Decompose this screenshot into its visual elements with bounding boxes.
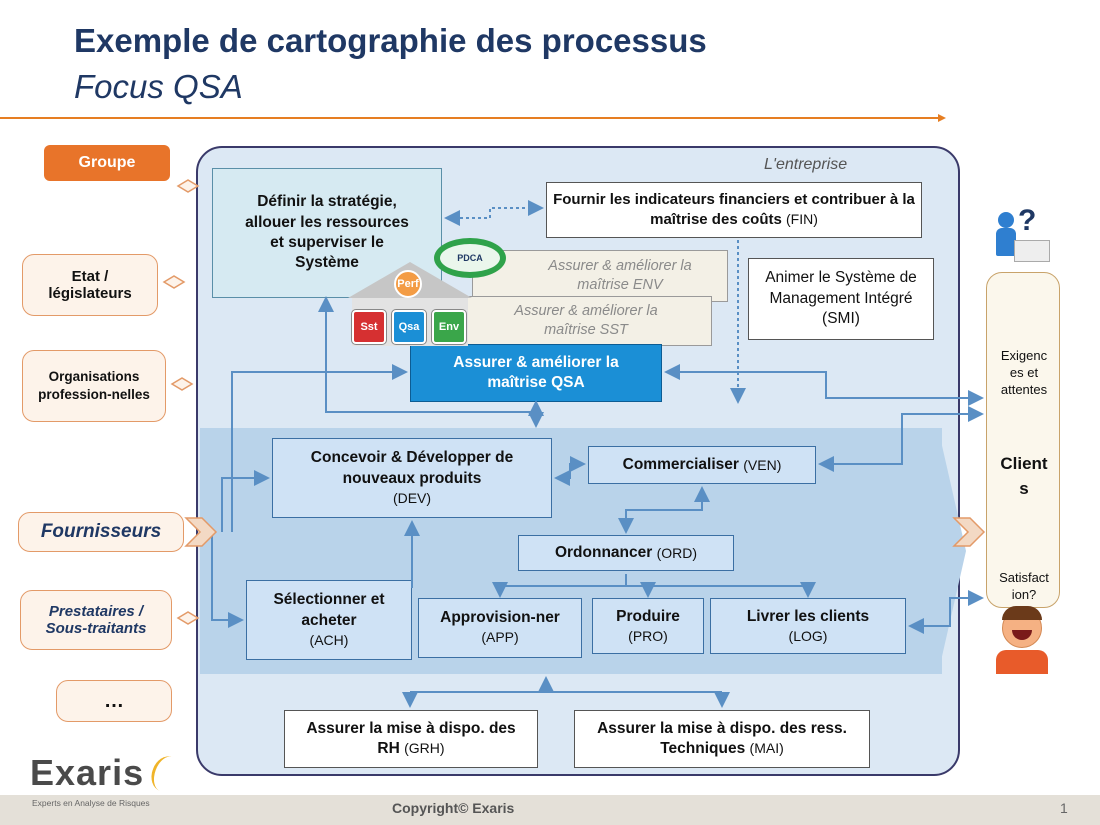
prestataires-box[interactable]: Prestataires / Sous-traitants bbox=[20, 590, 172, 650]
footer-bar bbox=[0, 795, 1100, 825]
smi-box[interactable]: Animer le Système de Management Intégré … bbox=[748, 258, 934, 340]
copyright: Copyright© Exaris bbox=[392, 800, 515, 816]
sst-label: Assurer & améliorer la maîtrise SST bbox=[514, 302, 658, 338]
ven-label: Commercialiser bbox=[622, 455, 739, 473]
happy-client-icon bbox=[994, 606, 1050, 676]
fin-code: (FIN) bbox=[786, 211, 818, 227]
clients-pill[interactable] bbox=[986, 272, 1060, 608]
clients-name: Client s bbox=[1000, 454, 1048, 498]
qsa-icon: Qsa bbox=[392, 310, 426, 344]
grh-text: Assurer la mise à dispo. des RH bbox=[306, 719, 516, 757]
ach-code: (ACH) bbox=[309, 632, 349, 649]
mai-label: Assurer la mise à dispo. des ress. Techn… bbox=[587, 719, 857, 760]
app-code: (APP) bbox=[481, 629, 519, 645]
other-box[interactable]: … bbox=[56, 680, 172, 722]
grh-code: (GRH) bbox=[404, 740, 445, 756]
groupe-label: Groupe bbox=[78, 154, 136, 171]
dev-code: (DEV) bbox=[392, 490, 432, 507]
clients-satisfaction: Satisfact ion? bbox=[999, 570, 1049, 602]
qsa-icon-label: Qsa bbox=[398, 321, 420, 333]
ord-box[interactable]: Ordonnancer (ORD) bbox=[518, 535, 734, 571]
pdca-icon: PDCA bbox=[434, 238, 506, 278]
smi-label: Animer le Système de Management Intégré … bbox=[765, 269, 917, 328]
mai-code: (MAI) bbox=[749, 740, 784, 756]
ven-box[interactable]: Commercialiser (VEN) bbox=[588, 446, 816, 484]
groupe-box[interactable]: Groupe bbox=[44, 145, 170, 181]
env-icon-label: Env bbox=[438, 321, 460, 333]
title-divider bbox=[0, 117, 940, 119]
page-title: Exemple de cartographie des processus bbox=[74, 22, 707, 59]
orgs-label: Organisations profession-nelles bbox=[38, 369, 150, 402]
ord-code: (ORD) bbox=[656, 544, 698, 561]
env-label: Assurer & améliorer la maîtrise ENV bbox=[548, 257, 692, 293]
ven-code: (VEN) bbox=[743, 456, 782, 473]
dev-box[interactable]: Concevoir & Développer de nouveaux produ… bbox=[272, 438, 552, 518]
operational-band-arrow bbox=[938, 428, 966, 674]
sst-icon: Sst bbox=[352, 310, 386, 344]
qsa-label: Assurer & améliorer la maîtrise QSA bbox=[453, 353, 619, 391]
company-label: L'entreprise bbox=[764, 156, 848, 173]
dev-label: Concevoir & Développer de nouveaux produ… bbox=[310, 449, 514, 487]
etat-label: Etat / législateurs bbox=[48, 268, 132, 302]
mai-box[interactable]: Assurer la mise à dispo. des ress. Techn… bbox=[574, 710, 870, 768]
sst-icon-label: Sst bbox=[360, 321, 378, 333]
page-number: 1 bbox=[1060, 800, 1068, 816]
log-code: (LOG) bbox=[788, 627, 828, 644]
prestataires-label: Prestataires / Sous-traitants bbox=[45, 603, 147, 637]
fournisseurs-label: Fournisseurs bbox=[40, 521, 162, 542]
exaris-tagline: Experts en Analyse de Risques bbox=[32, 798, 150, 808]
fin-text: Fournir les indicateurs financiers et co… bbox=[553, 191, 915, 228]
question-client-icon: ? bbox=[990, 204, 1058, 268]
fin-label: Fournir les indicateurs financiers et co… bbox=[547, 190, 921, 230]
app-text: Approvision-ner bbox=[440, 608, 560, 626]
app-label: Approvision-ner (APP) bbox=[435, 608, 565, 649]
logo-swoosh bbox=[146, 752, 186, 796]
fournisseurs-box[interactable]: Fournisseurs bbox=[18, 512, 184, 552]
env-icon: Env bbox=[432, 310, 466, 344]
perf-icon: Perf bbox=[394, 270, 422, 298]
perf-label: Perf bbox=[397, 278, 419, 290]
sst-box[interactable]: Assurer & améliorer la maîtrise SST bbox=[460, 296, 712, 346]
strategy-label: Définir la stratégie, allouer les ressou… bbox=[245, 193, 409, 272]
qsa-box[interactable]: Assurer & améliorer la maîtrise QSA bbox=[410, 344, 662, 402]
fin-box[interactable]: Fournir les indicateurs financiers et co… bbox=[546, 182, 922, 238]
grh-box[interactable]: Assurer la mise à dispo. des RH (GRH) bbox=[284, 710, 538, 768]
ord-label: Ordonnancer bbox=[554, 543, 653, 561]
log-label: Livrer les clients bbox=[746, 607, 870, 625]
env-box[interactable]: Assurer & améliorer la maîtrise ENV bbox=[472, 250, 728, 302]
ach-label: Sélectionner et acheter bbox=[273, 591, 385, 629]
orgs-box[interactable]: Organisations profession-nelles bbox=[22, 350, 166, 422]
ach-box[interactable]: Sélectionner et acheter (ACH) bbox=[246, 580, 412, 660]
page-subtitle: Focus QSA bbox=[74, 68, 243, 105]
title-divider-tip bbox=[938, 114, 946, 122]
grh-label: Assurer la mise à dispo. des RH (GRH) bbox=[301, 719, 521, 760]
mai-text: Assurer la mise à dispo. des ress. Techn… bbox=[597, 719, 847, 757]
log-box[interactable]: Livrer les clients (LOG) bbox=[710, 598, 906, 654]
etat-box[interactable]: Etat / législateurs bbox=[22, 254, 158, 316]
other-label: … bbox=[104, 689, 124, 712]
exaris-logo: Exaris bbox=[30, 752, 145, 793]
pro-box[interactable]: Produire (PRO) bbox=[592, 598, 704, 654]
pro-label: Produire bbox=[616, 607, 680, 625]
pro-code: (PRO) bbox=[628, 627, 668, 644]
clients-expectations: Exigenc es et attentes bbox=[1000, 348, 1048, 397]
pdca-label: PDCA bbox=[457, 253, 483, 263]
app-box[interactable]: Approvision-ner (APP) bbox=[418, 598, 582, 658]
